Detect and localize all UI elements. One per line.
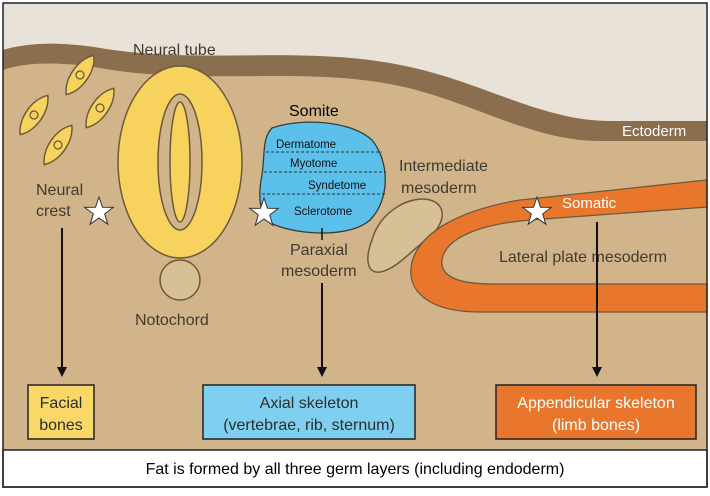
neural-crest-label-2: crest bbox=[36, 203, 71, 220]
somite-label: Somite bbox=[289, 103, 339, 120]
neural-crest-cells bbox=[19, 54, 115, 166]
appendicular-skeleton-line-1: Appendicular skeleton bbox=[517, 395, 674, 412]
facial-bones-line-1: Facial bbox=[40, 395, 83, 412]
lateral-plate-mesoderm bbox=[410, 179, 708, 313]
syndetome-label: Syndetome bbox=[308, 180, 366, 192]
neural-canal-inner bbox=[169, 101, 191, 223]
somite-star-icon bbox=[248, 196, 280, 227]
paraxial-label-1: Paraxial bbox=[290, 242, 348, 259]
somatic-star-icon bbox=[521, 195, 553, 226]
sclerotome-label: Sclerotome bbox=[294, 206, 352, 218]
notochord bbox=[159, 259, 201, 301]
footer-box bbox=[2, 449, 708, 488]
somite bbox=[259, 121, 386, 234]
neural-crest-star-icon bbox=[83, 195, 115, 226]
intermediate-label-2: mesoderm bbox=[401, 180, 477, 197]
myotome-label: Myotome bbox=[290, 158, 337, 170]
notochord-label: Notochord bbox=[135, 312, 209, 329]
axial-skeleton-box bbox=[202, 384, 416, 440]
neural-tube-label: Neural tube bbox=[133, 42, 216, 59]
somatic-label: Somatic bbox=[562, 195, 617, 212]
axial-skeleton-line-2: (vertebrae, rib, sternum) bbox=[223, 417, 395, 434]
paraxial-label-2: mesoderm bbox=[281, 263, 357, 280]
facial-bones-line-2: bones bbox=[39, 417, 83, 434]
dermatome-label: Dermatome bbox=[276, 139, 336, 151]
facial-bones-box bbox=[27, 384, 95, 440]
ectoderm-label: Ectoderm bbox=[622, 123, 686, 140]
intermediate-label-1: Intermediate bbox=[399, 158, 488, 175]
ectoderm-outer-space bbox=[3, 3, 707, 121]
appendicular-skeleton-line-2: (limb bones) bbox=[552, 417, 640, 434]
diagram-frame bbox=[2, 2, 708, 488]
footer-text: Fat is formed by all three germ layers (… bbox=[146, 461, 565, 478]
axial-skeleton-line-1: Axial skeleton bbox=[260, 395, 359, 412]
appendicular-skeleton-box bbox=[495, 384, 697, 440]
lateral-plate-label: Lateral plate mesoderm bbox=[499, 249, 667, 266]
neural-crest-label-1: Neural bbox=[36, 182, 83, 199]
